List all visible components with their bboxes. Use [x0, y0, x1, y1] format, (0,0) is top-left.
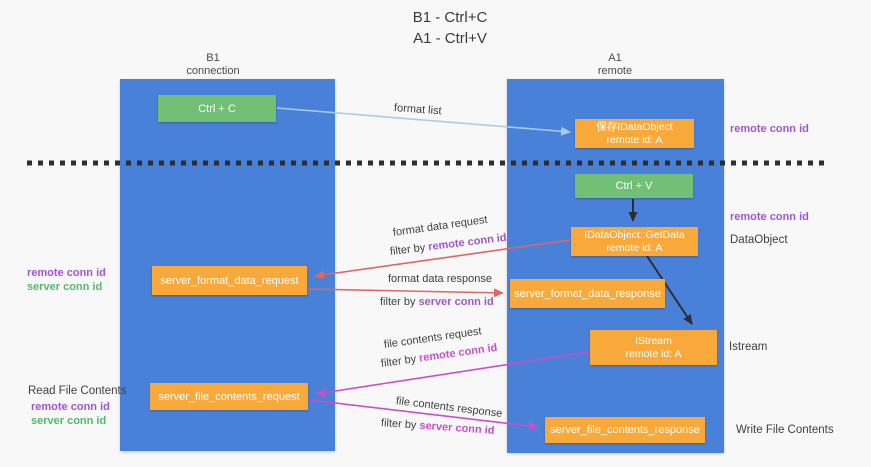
lane-a1-subtitle: remote [597, 65, 633, 77]
istream-line2: remote id: A [625, 347, 682, 360]
remote-conn-id-left-top: remote conn id [27, 267, 106, 279]
filter-by-server-conn-id-label-1: filter by server conn id [380, 296, 494, 308]
filter-by-server-conn-id-label-2: filter by server conn id [381, 417, 495, 437]
filter-prefix: filter by [389, 241, 429, 258]
server-format-data-response-box: server_format_data_response [510, 279, 665, 308]
filter-prefix: filter by [380, 417, 420, 432]
server-file-contents-request-box: server_file_contents_request [150, 383, 308, 410]
getdata-line2: remote id: A [606, 241, 663, 254]
remote-conn-id-right-mid: remote conn id [730, 211, 809, 223]
format-data-response-label: format data response [388, 273, 492, 285]
remote-conn-id-highlight: remote conn id [418, 341, 499, 365]
arrow-format-data-response [307, 288, 504, 298]
istream-line1: IStream [635, 334, 672, 347]
lane-header-a1: A1 remote [540, 52, 690, 78]
idataobject-getdata-box: IDataObject::GetData remote id: A [571, 227, 698, 256]
remote-conn-id-right-top: remote conn id [730, 123, 809, 135]
server-file-contents-response-label: server_file_contents_response [550, 424, 700, 436]
ctrl-v-label: Ctrl + V [615, 180, 653, 192]
remote-conn-id-left-bottom: remote conn id [31, 401, 110, 413]
server-format-data-response-label: server_format_data_response [514, 287, 661, 300]
read-file-contents-label: Read File Contents [28, 385, 127, 397]
filter-prefix: filter by [380, 352, 420, 370]
server-format-data-request-label: server_format_data_request [160, 274, 299, 287]
ctrl-c-box: Ctrl + C [158, 95, 276, 122]
server-conn-id-left-top: server conn id [27, 281, 103, 293]
lane-b1-name: B1 [206, 52, 220, 64]
diagram-title: B1 - Ctrl+C A1 - Ctrl+V [300, 7, 600, 49]
filter-prefix: filter by [380, 296, 419, 308]
server-format-data-request-box: server_format_data_request [152, 266, 307, 295]
save-idataobject-box: 保存IDataObject remote id: A [575, 119, 694, 148]
server-file-contents-request-label: server_file_contents_request [158, 390, 300, 403]
lane-header-b1: B1 connection [138, 52, 288, 78]
title-line-1: B1 - Ctrl+C [412, 9, 488, 26]
write-file-contents-label: Write File Contents [736, 424, 834, 436]
getdata-line1: IDataObject::GetData [584, 228, 685, 241]
lane-a1-name: A1 [608, 52, 622, 64]
remote-conn-id-highlight: remote conn id [427, 231, 508, 254]
server-conn-id-left-bottom: server conn id [31, 415, 107, 427]
istream-box: IStream remote id: A [590, 330, 717, 365]
istream-side-label: Istream [729, 341, 768, 353]
ctrl-c-label: Ctrl + C [198, 102, 236, 115]
save-idataobject-line2: remote id: A [606, 133, 663, 146]
format-list-label: format list [393, 102, 442, 118]
file-contents-response-label: file contents response [395, 395, 503, 420]
server-file-contents-response-box: server_file_contents_response [545, 417, 705, 443]
ctrl-v-box: Ctrl + V [575, 174, 693, 198]
server-conn-id-highlight: server conn id [419, 419, 495, 437]
title-line-2: A1 - Ctrl+V [413, 30, 487, 47]
save-idataobject-line1: 保存IDataObject [596, 120, 673, 133]
lane-b1-subtitle: connection [186, 65, 240, 77]
dataobject-label: DataObject [730, 234, 788, 246]
server-conn-id-highlight: server conn id [418, 296, 494, 308]
